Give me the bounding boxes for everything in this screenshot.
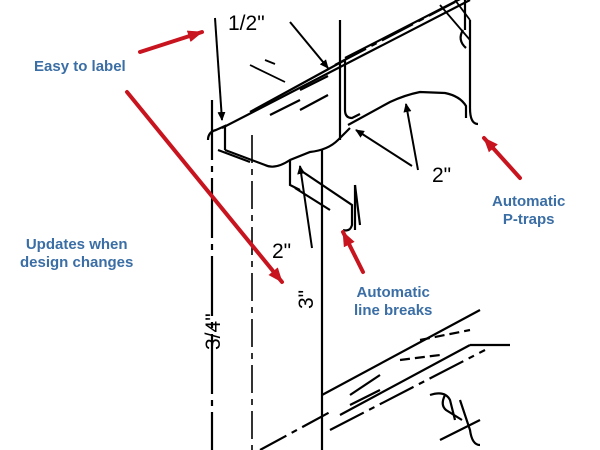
callout-updates-design: Updates when design changes [20,236,133,272]
callout-breaks-line2: line breaks [354,302,433,319]
callout-ptraps-line1: Automatic [492,193,566,210]
callout-updates-line2: design changes [20,254,134,271]
callout-line-breaks: Automatic line breaks [354,284,432,320]
lower-branch-pipe [259,309,510,450]
upper-ptrap [343,0,479,126]
callout-arrows [125,30,522,284]
main-stack-pipe [210,20,342,450]
dim-two-inch-lower: 2" [272,240,291,263]
callout-easy-to-label: Easy to label [34,58,126,76]
centerline-marks [249,0,471,83]
dimension-leaders [214,17,419,249]
arrow-updates-design [125,90,284,284]
dim-three-inch: 3" [295,290,318,309]
callout-breaks-line1: Automatic [356,284,430,301]
arrow-automatic-ptraps [482,136,522,180]
center-tee-fitting [206,124,362,232]
callout-automatic-ptraps: Automatic P-traps [492,193,565,229]
callout-easy-to-label-text: Easy to label [34,58,126,75]
dim-two-inch-right: 2" [432,164,451,187]
arrow-line-breaks [341,230,365,274]
arrow-easy-to-label [138,30,204,54]
callout-updates-line1: Updates when [25,236,128,253]
dim-half-inch: 1/2" [228,12,265,35]
callout-ptraps-line2: P-traps [502,211,555,228]
dim-three-quarter-inch: 3/4" [202,313,225,350]
